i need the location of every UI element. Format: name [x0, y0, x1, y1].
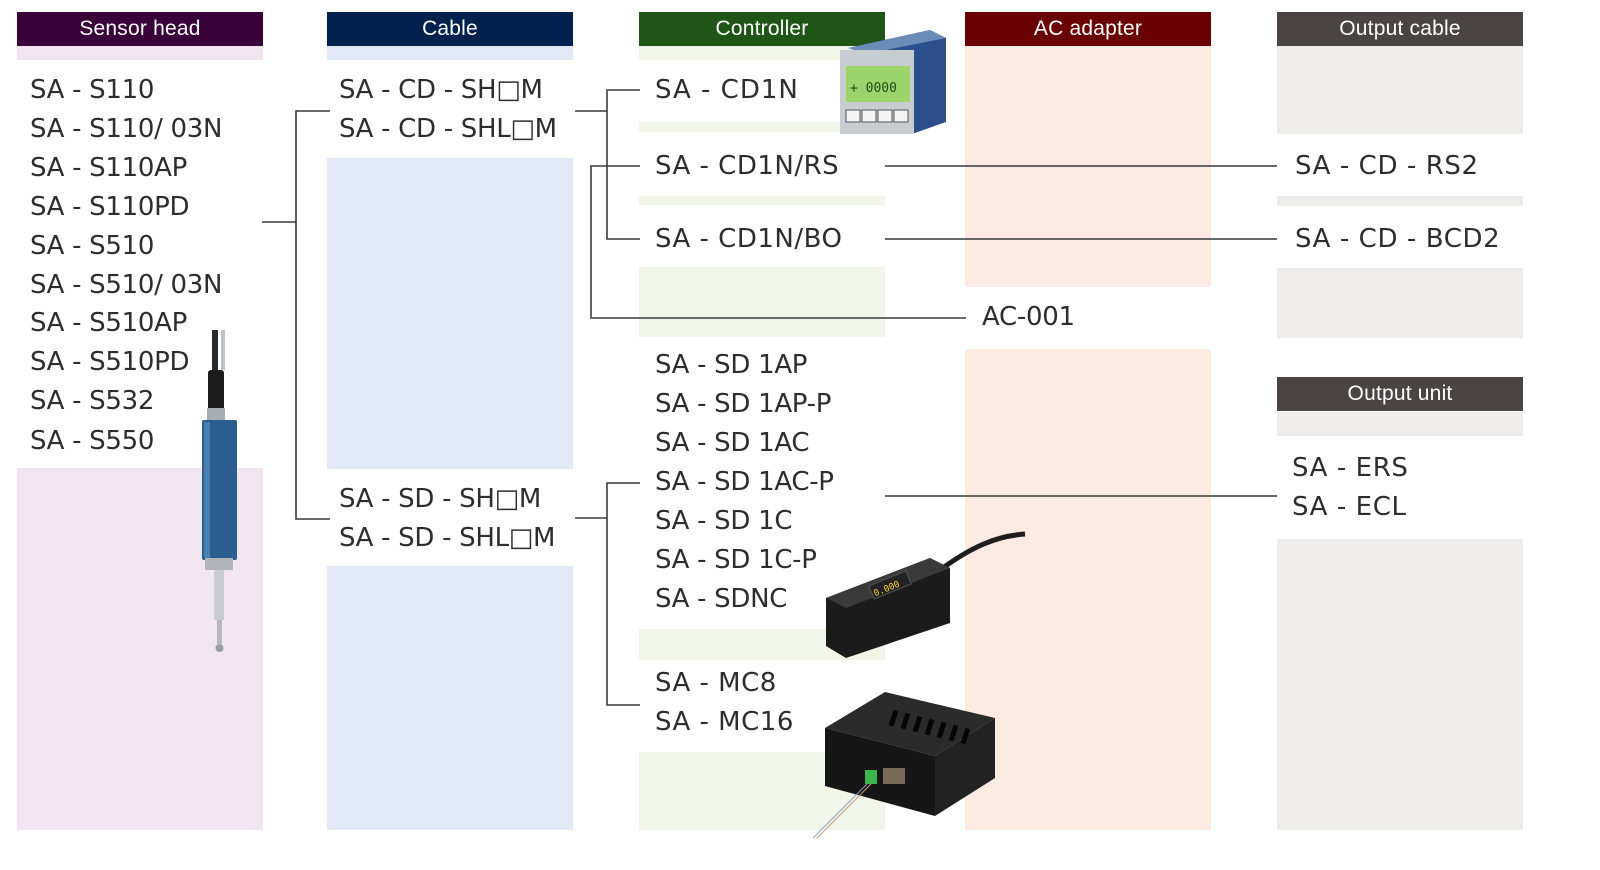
- sensor-item: SA - S532: [30, 386, 155, 416]
- output-cable-header: Output cable: [1277, 12, 1523, 46]
- mc-multi-controller-image: [812, 692, 995, 839]
- controller-item: SA - SD 1C: [655, 506, 793, 536]
- cd1n-top: [848, 30, 946, 54]
- sensor-cable: [212, 330, 218, 380]
- sensor-collar: [207, 408, 225, 422]
- cd1n-controller-image: + 0000: [840, 30, 946, 134]
- sd-amplifier-image: 0.000: [826, 531, 1026, 658]
- controller-header: Controller: [639, 12, 885, 46]
- output-unit-item: SA - ECL: [1292, 492, 1407, 522]
- controller-sd-mc-bracket: [606, 482, 640, 706]
- ac-adapter-column-bg: [965, 46, 1211, 830]
- controller-item: SA - CD1N/BO: [655, 224, 843, 254]
- sensor-spindle: [214, 570, 224, 620]
- cable-sd-area: [327, 469, 573, 566]
- controller-item: SA - MC16: [655, 707, 794, 737]
- output-cable-rs2-area: [1277, 134, 1523, 196]
- controller-item: SA - CD1N: [655, 75, 799, 105]
- sensor-body-highlight: [204, 422, 210, 558]
- sensor-item: SA - S510/ 03N: [30, 270, 223, 300]
- sd-display: [868, 570, 912, 600]
- controller-item: SA - SD 1C-P: [655, 545, 817, 575]
- sensor-item: SA - S110: [30, 75, 155, 105]
- sensor-connector: [208, 370, 224, 410]
- cd1n-lcd: [846, 66, 910, 102]
- cd1n-button: [893, 109, 909, 123]
- controller-item: SA - SDNC: [655, 584, 788, 614]
- mc-serial-port: [883, 768, 905, 784]
- sensor-head-image: [202, 330, 237, 652]
- sensor-item: SA - S510: [30, 231, 155, 261]
- sensor-cable-2: [221, 330, 225, 370]
- mc-terminal: [865, 770, 877, 784]
- sensor-item: SA - S110AP: [30, 153, 187, 183]
- output-unit-header: Output unit: [1277, 377, 1523, 411]
- controller-item: SA - SD 1AP-P: [655, 389, 832, 419]
- cd1n-button: [861, 109, 877, 123]
- cable-item: SA - SD - SHL□M: [339, 523, 556, 553]
- sensor-item: SA - S110/ 03N: [30, 114, 223, 144]
- sensor-head-header: Sensor head: [17, 12, 263, 46]
- controller-item: SA - CD1N/RS: [655, 151, 840, 181]
- controller-item: SA - MC8: [655, 668, 777, 698]
- sensor-spindle-thin: [217, 620, 222, 644]
- controller-cd1n-bracket: [606, 89, 640, 240]
- sd-body: [826, 558, 950, 658]
- controller-sd-area: [639, 337, 885, 629]
- controller-item: SA - SD 1AP: [655, 350, 808, 380]
- mc-vents: [888, 709, 971, 745]
- sensor-item: SA - S510PD: [30, 347, 190, 377]
- sensor-tip: [215, 644, 224, 652]
- sensor-item: SA - S110PD: [30, 192, 190, 222]
- cable-item: SA - CD - SH□M: [339, 75, 543, 105]
- ac-adapter-item: AC-001: [982, 302, 1075, 332]
- cd1n-button: [845, 109, 861, 123]
- cable-cd-area: [327, 60, 573, 158]
- cable-item: SA - SD - SH□M: [339, 484, 541, 514]
- cd1n-button: [877, 109, 893, 123]
- mc-wire: [812, 783, 868, 839]
- output-cable-item: SA - CD - RS2: [1295, 151, 1479, 181]
- cable-column-bg: [327, 46, 573, 830]
- ac-adapter-item-area: [965, 287, 1211, 349]
- output-cable-bcd2-area: [1277, 206, 1523, 268]
- controller-item: SA - SD 1AC: [655, 428, 810, 458]
- controller-item: SA - SD 1AC-P: [655, 467, 834, 497]
- cd1n-body-side: [848, 30, 946, 134]
- cable-header: Cable: [327, 12, 573, 46]
- cable-item: SA - CD - SHL□M: [339, 114, 557, 144]
- sensor-item: SA - S550: [30, 426, 155, 456]
- mc-front: [825, 728, 935, 816]
- output-unit-items-area: [1277, 436, 1523, 539]
- sensor-bottom-collar: [205, 558, 233, 570]
- sensor-body: [202, 420, 237, 560]
- mc-wire-2: [816, 783, 872, 839]
- ac-adapter-header: AC adapter: [965, 12, 1211, 46]
- cd1n-lcd-digits: + 0000: [850, 81, 897, 96]
- output-unit-item: SA - ERS: [1292, 453, 1409, 483]
- sd-cable: [938, 531, 1026, 573]
- sensor-item: SA - S510AP: [30, 308, 187, 338]
- mc-side: [935, 718, 995, 816]
- output-cable-item: SA - CD - BCD2: [1295, 224, 1501, 254]
- sensor-cable-bracket: [295, 110, 330, 520]
